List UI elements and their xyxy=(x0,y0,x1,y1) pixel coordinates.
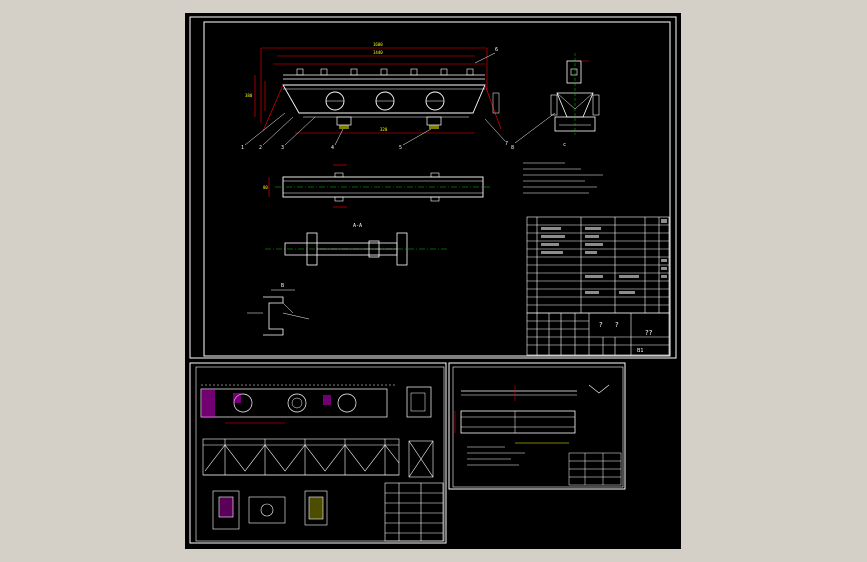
balloon-3: 3 xyxy=(281,145,284,151)
balloon-8: 8 xyxy=(511,145,514,151)
balloon-5: 5 xyxy=(399,145,402,151)
cad-drawing-sheet: 1600 1440 380 xyxy=(185,13,681,549)
technical-notes xyxy=(523,162,603,194)
balloon-1: 1 xyxy=(241,145,244,151)
dim-plan-width: 80 xyxy=(263,185,268,190)
side-view-label: c xyxy=(563,142,566,148)
dim-base-length: 320 xyxy=(380,127,388,132)
title-block-code-b: ? xyxy=(615,321,619,329)
top-sheet-border xyxy=(189,16,677,359)
parts-list-text-blocks xyxy=(541,219,667,294)
section-a-a: A-A xyxy=(265,223,449,266)
dim-height: 380 xyxy=(245,93,253,98)
front-view: 1600 1440 380 xyxy=(241,42,508,151)
title-block xyxy=(526,312,670,356)
bottom-left-details xyxy=(212,482,444,542)
title-block-name: B1 xyxy=(637,348,644,354)
dim-overall-length: 1600 xyxy=(373,42,383,47)
bottom-left-sheet xyxy=(189,362,447,544)
title-block-code-a: ? xyxy=(599,321,603,329)
balloon-2: 2 xyxy=(259,145,262,151)
bottom-left-truss-view xyxy=(202,438,434,478)
top-sheet-frame xyxy=(203,21,671,357)
side-view: 8 c xyxy=(511,53,600,151)
balloon-4: 4 xyxy=(331,145,334,151)
detail-b: B xyxy=(247,283,310,336)
bottom-right-beam-views xyxy=(454,384,610,434)
balloon-7: 7 xyxy=(505,141,508,147)
detail-b-label: B xyxy=(281,283,284,289)
bottom-right-sheet xyxy=(448,362,626,490)
dim-inner-length: 1440 xyxy=(373,50,383,55)
plan-view: 80 xyxy=(263,164,491,208)
bottom-left-front-view xyxy=(200,384,432,424)
parts-list-table xyxy=(526,216,670,314)
balloon-6: 6 xyxy=(495,47,498,53)
cad-drawing-canvas: 1600 1440 380 xyxy=(189,16,677,544)
bottom-right-notes-and-table xyxy=(467,442,622,486)
title-block-code-c: ?? xyxy=(645,329,653,337)
section-a-a-label: A-A xyxy=(353,223,362,229)
